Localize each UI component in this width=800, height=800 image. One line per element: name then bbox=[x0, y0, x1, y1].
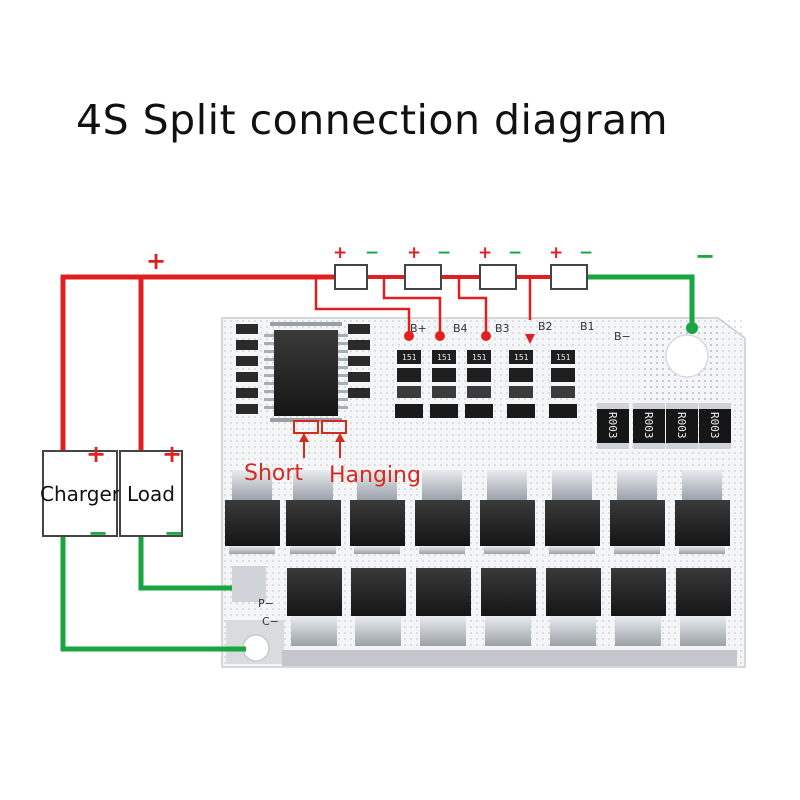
cell-4 bbox=[550, 264, 588, 290]
balance-lead-b3 bbox=[457, 277, 488, 335]
mosfet bbox=[546, 568, 601, 646]
cell-1-minus: − bbox=[365, 243, 380, 263]
charger-plus-sign: + bbox=[86, 440, 107, 468]
mosfet bbox=[611, 568, 666, 646]
label-p-minus: P− bbox=[258, 597, 274, 610]
charger-box: Charger bbox=[40, 450, 120, 537]
battery-cells bbox=[334, 264, 588, 290]
cell-3-minus: − bbox=[508, 243, 523, 263]
short-pad-marker bbox=[293, 420, 319, 434]
balance-column bbox=[549, 350, 577, 418]
load-negative-wire bbox=[138, 535, 232, 591]
bms-controller-ic bbox=[264, 322, 348, 422]
board-silkscreen: B+ B4 B3 B2 B1 B− P− C− bbox=[258, 320, 631, 628]
balance-lead-b4 bbox=[382, 277, 442, 335]
resistor-code: 151 bbox=[437, 353, 452, 362]
shunt-code: R003 bbox=[708, 412, 721, 439]
label-b3: B3 bbox=[495, 322, 510, 335]
left-passives bbox=[236, 324, 370, 414]
mosfet bbox=[610, 500, 665, 554]
label-b-plus: B+ bbox=[410, 322, 427, 335]
bottom-solder-strip bbox=[282, 650, 737, 666]
shunt-code: R003 bbox=[642, 412, 655, 439]
cell-4-plus: + bbox=[549, 243, 564, 263]
balance-resistor-columns bbox=[395, 350, 577, 418]
mosfet bbox=[287, 568, 342, 646]
diagram-title: 4S Split connection diagram bbox=[76, 96, 669, 144]
mosfet bbox=[675, 500, 730, 554]
label-c-minus: C− bbox=[262, 615, 279, 628]
b-minus-connection bbox=[686, 322, 698, 334]
cell-3 bbox=[479, 264, 517, 290]
resistor-codes: 151 151 151 151 151 bbox=[402, 353, 571, 362]
p-minus-pad bbox=[232, 566, 266, 602]
mosfet bbox=[351, 568, 406, 646]
mosfet bbox=[481, 568, 536, 646]
balance-column bbox=[465, 350, 493, 418]
balance-column bbox=[507, 350, 535, 418]
battery-negative-wire bbox=[587, 274, 695, 325]
mosfet bbox=[545, 500, 600, 554]
mosfet bbox=[415, 500, 470, 554]
mosfet bbox=[286, 500, 341, 554]
resistor-code: 151 bbox=[402, 353, 417, 362]
label-b2: B2 bbox=[538, 320, 553, 333]
bms-board: 151 151 151 151 151 R003 R003 R003 R003 bbox=[221, 317, 746, 668]
cell-1-plus: + bbox=[333, 243, 348, 263]
positive-wiring bbox=[60, 274, 551, 450]
mosfet-bottom-row bbox=[287, 568, 731, 646]
balance-column bbox=[430, 350, 458, 418]
balance-lead-b-plus bbox=[314, 277, 411, 335]
charger-negative-wire bbox=[60, 535, 246, 652]
mosfet bbox=[350, 500, 405, 554]
cell-4-minus: − bbox=[579, 243, 594, 263]
shunt-code: R003 bbox=[606, 412, 619, 439]
load-box: Load bbox=[119, 450, 183, 537]
charger-minus-sign: − bbox=[88, 519, 109, 547]
cell-2 bbox=[404, 264, 442, 290]
main-negative-sign: − bbox=[695, 242, 716, 270]
mosfet-top-row bbox=[225, 470, 730, 554]
mosfet bbox=[416, 568, 471, 646]
balance-lead-ends bbox=[404, 331, 535, 344]
charger-label: Charger bbox=[40, 481, 120, 506]
b-minus-pad bbox=[665, 334, 709, 378]
short-hanging-markers bbox=[293, 420, 347, 458]
label-b1: B1 bbox=[580, 320, 595, 333]
hanging-callout: Hanging bbox=[329, 463, 421, 488]
hanging-pad-marker bbox=[321, 420, 347, 434]
main-positive-sign: + bbox=[146, 247, 167, 275]
resistor-code: 151 bbox=[514, 353, 529, 362]
mosfet bbox=[225, 500, 280, 554]
cell-3-plus: + bbox=[478, 243, 493, 263]
label-b4: B4 bbox=[453, 322, 468, 335]
shunt-code: R003 bbox=[675, 412, 688, 439]
hanging-arrow-icon bbox=[335, 433, 345, 442]
mosfet bbox=[480, 500, 535, 554]
short-arrow-icon bbox=[299, 433, 309, 442]
load-plus-sign: + bbox=[162, 440, 183, 468]
load-label: Load bbox=[127, 481, 175, 506]
resistor-code: 151 bbox=[472, 353, 487, 362]
mosfet bbox=[676, 568, 731, 646]
negative-wiring bbox=[60, 274, 695, 652]
cell-2-plus: + bbox=[407, 243, 422, 263]
cell-2-minus: − bbox=[437, 243, 452, 263]
shunt-resistors bbox=[597, 403, 731, 449]
cell-1 bbox=[334, 264, 368, 290]
charger-positive-wire bbox=[60, 274, 335, 450]
resistor-code: 151 bbox=[556, 353, 571, 362]
balance-column bbox=[395, 350, 423, 418]
short-callout: Short bbox=[244, 461, 304, 486]
shunt-codes: R003 R003 R003 R003 bbox=[606, 412, 721, 439]
c-minus-pad bbox=[242, 634, 270, 662]
load-minus-sign: − bbox=[164, 519, 185, 547]
label-b-minus: B− bbox=[614, 330, 631, 343]
